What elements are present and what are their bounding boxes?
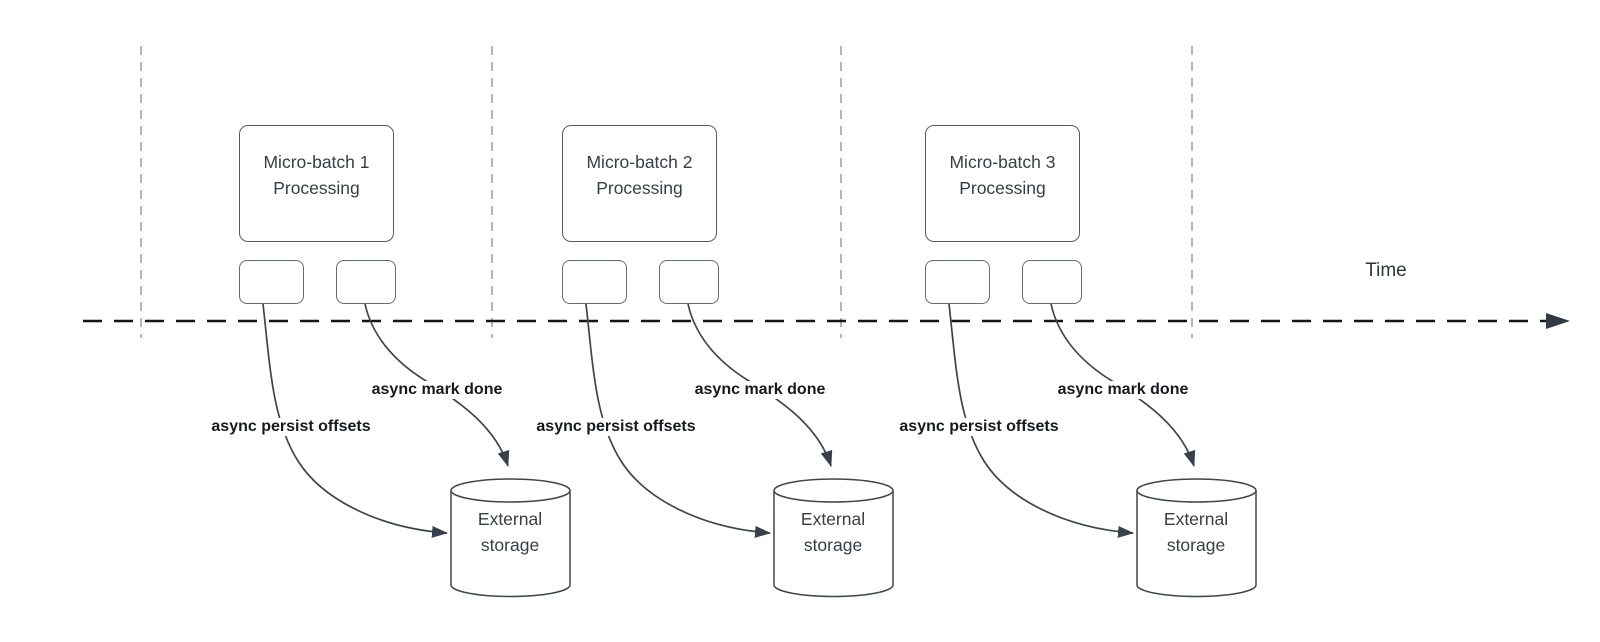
micro-batch-1-title: Micro-batch 1	[263, 151, 370, 172]
micro-batch-2-title: Micro-batch 2	[586, 151, 693, 172]
external-storage-cylinder-body	[1136, 490, 1257, 598]
micro-batch-3-task-box-right	[1022, 260, 1082, 304]
external-storage-cylinder-body	[450, 490, 571, 598]
external-storage-cylinder-top	[1136, 478, 1257, 503]
persist-offsets-arrow	[948, 303, 1134, 538]
micro-batch-1-task-box-right	[336, 260, 396, 304]
persist-offsets-label: async persist offsets	[208, 418, 374, 436]
micro-batch-3-task-box-left	[925, 260, 990, 304]
external-storage-label: External storage	[800, 509, 866, 555]
connector-group-3	[948, 303, 1257, 598]
micro-batch-2-task-box-left	[562, 260, 627, 304]
micro-batch-3-subtitle: Processing	[959, 177, 1046, 198]
persist-offsets-arrow	[262, 303, 448, 538]
mark-done-label: async mark done	[691, 381, 829, 399]
micro-batch-1-task-box-left	[239, 260, 304, 304]
micro-batch-3-title: Micro-batch 3	[949, 151, 1056, 172]
micro-batch-1-subtitle: Processing	[273, 177, 360, 198]
micro-batch-1-box: Micro-batch 1 Processing	[239, 125, 394, 242]
mark-done-label: async mark done	[1054, 381, 1192, 399]
external-storage-label: External storage	[477, 509, 543, 555]
micro-batch-3-box: Micro-batch 3 Processing	[925, 125, 1080, 242]
persist-offsets-arrow	[585, 303, 771, 538]
external-storage-cylinder-top	[450, 478, 571, 503]
time-axis-label: Time	[1365, 260, 1407, 281]
persist-offsets-label: async persist offsets	[533, 418, 699, 436]
micro-batch-2-task-box-right	[659, 260, 719, 304]
external-storage-label: External storage	[1163, 509, 1229, 555]
external-storage-cylinder-body	[773, 490, 894, 598]
micro-batch-2-box: Micro-batch 2 Processing	[562, 125, 717, 242]
external-storage-cylinder-top	[773, 478, 894, 503]
connector-group-2	[585, 303, 894, 598]
persist-offsets-label: async persist offsets	[896, 418, 1062, 436]
micro-batch-2-subtitle: Processing	[596, 177, 683, 198]
mark-done-label: async mark done	[368, 381, 506, 399]
